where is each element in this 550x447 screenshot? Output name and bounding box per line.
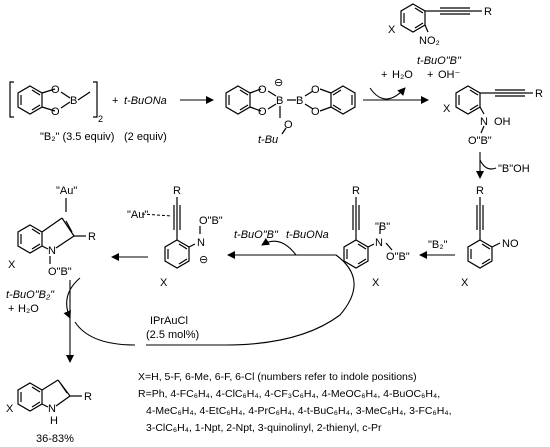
b2-oxygen-top: O	[51, 84, 60, 96]
exchange-tbuob: t-BuO"B"	[234, 229, 279, 241]
curved-arrow-exchange	[261, 237, 297, 256]
indole-complex-ob: O"B"	[48, 266, 72, 278]
product-yield: 36-83%	[36, 433, 74, 445]
nitroarene-r: R	[484, 6, 492, 18]
b2-boron: B	[70, 95, 77, 107]
amide-r: R	[173, 185, 181, 197]
amide-ob: O"B"	[199, 215, 223, 227]
regen-tbuob2: t-BuO"B₂"	[6, 289, 55, 301]
ate-oxygen-3: O	[311, 84, 320, 96]
amide-minus-charge: ⊖	[199, 254, 208, 266]
nitroso-no: NO	[502, 238, 519, 250]
diboryl-ob: O"B"	[386, 251, 410, 263]
catalyst-loading: (2.5 mol%)	[146, 329, 199, 341]
catalyst-loop-arc	[146, 254, 355, 346]
plus-sign-oh: +	[427, 69, 433, 81]
product-n: N	[48, 403, 56, 415]
ate-tbu-label: t-Bu	[258, 134, 278, 146]
product-r: R	[84, 391, 92, 403]
amide-x: X	[160, 277, 168, 289]
indole-complex-structure: "Au" R N O"B" X	[8, 185, 96, 278]
b2-addition-label: "B₂"	[428, 239, 448, 251]
regen-water: H₂O	[18, 303, 39, 315]
scope-line-r1: R=Ph, 4-FC₆H₄, 4-ClC₆H₄, 4-CF₃C₆H₄, 4-Me…	[138, 388, 440, 400]
curved-arrow-release	[63, 277, 81, 319]
hydroxide-label: OH⁻	[438, 69, 461, 81]
amide-n: N	[197, 237, 205, 249]
plus-sign-1: +	[112, 95, 118, 107]
nitroso-structure: R NO X	[461, 185, 519, 289]
b2cat2-structure: O O B 2	[9, 81, 103, 124]
diboryl-b: "B"	[375, 221, 390, 233]
nitroso-x: X	[461, 277, 469, 289]
scope-line-x: X=H, 5-F, 6-Me, 6-F, 6-Cl (numbers refer…	[138, 371, 417, 383]
indole-product-structure: R N H X	[6, 379, 92, 427]
ate-oxygen-2: O	[258, 106, 267, 118]
b2-oxygen-bottom: O	[51, 106, 60, 118]
product-h: H	[50, 415, 58, 427]
nitroarene-no2: NO₂	[419, 35, 440, 47]
hydroxylamine-x: X	[443, 103, 451, 115]
ate-boron-left: B	[276, 95, 283, 107]
ate-minus-charge: ⊖	[274, 77, 283, 89]
b2-label: "B₂" (3.5 equiv)	[40, 131, 114, 143]
nitroso-r: R	[476, 185, 484, 197]
indole-complex-n: N	[48, 245, 56, 257]
diboryl-x: X	[372, 277, 380, 289]
b2-subscript: 2	[98, 114, 103, 124]
product-x: X	[6, 403, 14, 415]
plus-sign-h2o: +	[381, 69, 387, 81]
diboryl-r: R	[352, 185, 360, 197]
amide-au: "Au"	[127, 209, 148, 221]
tbuona-label: t-BuONa	[124, 95, 167, 107]
byproduct-tbuob: t-BuO"B"	[417, 55, 462, 67]
hydroxylamine-n: N	[480, 116, 488, 128]
tbuona-equiv-label: (2 equiv)	[124, 131, 167, 143]
ate-complex-structure: O O O O B B ⊖ O t-Bu	[225, 77, 356, 146]
regen-plus: +	[8, 303, 14, 315]
indole-complex-x: X	[8, 259, 16, 271]
catalyst-regeneration-arc	[74, 321, 136, 346]
ate-boron-right: B	[296, 95, 303, 107]
scope-line-r3: 3-ClC₆H₄, 1-Npt, 2-Npt, 3-quinolinyl, 2-…	[146, 422, 382, 434]
exchange-tbuona: t-BuONa	[286, 229, 329, 241]
hydroxylamine-r: R	[535, 88, 543, 100]
diboryl-n: N	[375, 237, 383, 249]
amide-structure: R "Au" N O"B" ⊖ X	[127, 185, 223, 289]
water-label: H₂O	[392, 69, 413, 81]
scope-line-r2: 4-MeC₆H₄, 4-EtC₆H₄, 4-PrC₆H₄, 4-t-BuC₆H₄…	[146, 405, 452, 417]
nitroarene-x: X	[388, 24, 396, 36]
indole-complex-r: R	[88, 231, 96, 243]
catalyst-name: IPrAuCl	[150, 315, 188, 327]
diboryl-structure: R "B" N O"B" X	[343, 185, 410, 289]
hydroxylamine-structure: R X N OH O"B"	[443, 85, 543, 147]
nitroarene-structure: R X NO₂	[388, 3, 492, 47]
ate-oxygen-1: O	[258, 84, 267, 96]
ate-oxygen-5: O	[284, 119, 293, 131]
curved-arrow-byproduct	[369, 87, 406, 100]
ate-oxygen-4: O	[311, 106, 320, 118]
hydroxylamine-ob: O"B"	[468, 135, 492, 147]
curved-arrow-boh	[479, 159, 497, 170]
b-oh-release-label: "B"OH	[498, 163, 530, 175]
hydroxylamine-oh: OH	[494, 116, 511, 128]
indole-complex-au: "Au"	[56, 185, 77, 197]
